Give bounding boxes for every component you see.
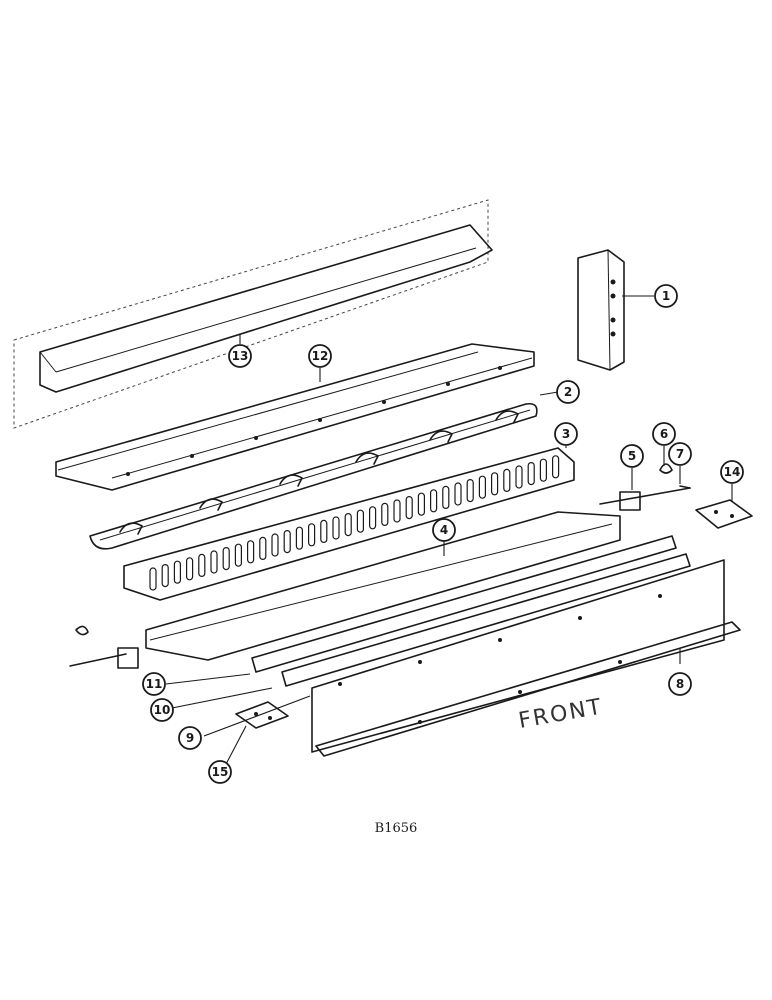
callout-9: 9 <box>178 726 202 750</box>
callout-11: 11 <box>142 672 166 696</box>
sieve-slot <box>417 492 425 516</box>
sieve-slot <box>247 540 255 564</box>
callout-3-label: 3 <box>562 427 570 441</box>
sieve-slot <box>222 546 230 571</box>
part-14-bracket <box>695 499 753 529</box>
sieve-slot <box>271 533 279 557</box>
sieve-slot <box>369 506 377 530</box>
sieve-slot <box>173 560 181 584</box>
sieve-slot <box>381 502 389 526</box>
callout-2-label: 2 <box>564 385 572 399</box>
sieve-slot <box>259 536 267 561</box>
part-12-channel-bar <box>55 343 535 491</box>
part-9-large-plate <box>311 559 725 753</box>
callout-15: 15 <box>208 760 232 784</box>
sieve-slot <box>515 465 523 489</box>
callout-1: 1 <box>654 284 678 308</box>
callout-5: 5 <box>620 444 644 468</box>
callout-13-label: 13 <box>232 349 249 363</box>
callout-10: 10 <box>150 698 174 722</box>
callout-12: 12 <box>308 344 332 368</box>
callout-1-label: 1 <box>662 289 670 303</box>
sieve-slot <box>393 499 401 523</box>
sieve-slot <box>539 458 548 482</box>
leader-lines <box>165 295 733 769</box>
callout-12-label: 12 <box>312 349 329 363</box>
part-1-post <box>577 249 625 371</box>
sieve-slot <box>430 489 438 513</box>
part-5-pin-assembly <box>599 463 691 511</box>
sieve-slot <box>186 557 194 581</box>
front-label: FRONT <box>517 695 605 734</box>
callout-14-label: 14 <box>724 465 741 479</box>
sieve-slot <box>551 455 560 479</box>
callout-6: 6 <box>652 422 676 446</box>
callout-2: 2 <box>556 380 580 404</box>
sieve-slot <box>295 526 303 550</box>
callout-15-label: 15 <box>212 765 229 779</box>
callout-4-label: 4 <box>440 523 448 537</box>
sieve-slot <box>466 479 474 503</box>
sieve-slot <box>491 472 499 496</box>
sieve-slot <box>308 523 316 547</box>
sieve-slot <box>527 462 535 486</box>
part-2-hook-tube <box>89 402 538 550</box>
sieve-slot <box>161 563 169 588</box>
callout-6-label: 6 <box>660 427 668 441</box>
sieve-slot <box>234 543 242 567</box>
sieve-slot <box>210 550 218 574</box>
part-13-deflector <box>13 199 493 429</box>
sieve-slot <box>283 529 291 554</box>
callout-11-label: 11 <box>146 677 163 691</box>
sieve-slot <box>332 516 340 540</box>
callout-8-label: 8 <box>676 677 684 691</box>
sieve-slot <box>149 567 157 591</box>
sieve-slot <box>356 509 364 533</box>
sieve-slot <box>478 475 486 499</box>
part-8-bottom-strip <box>315 621 741 757</box>
sieve-slot <box>405 496 413 520</box>
sieve-slot <box>454 482 462 506</box>
callout-10-label: 10 <box>154 703 171 717</box>
sieve-slot <box>503 468 511 492</box>
callout-5-label: 5 <box>628 449 636 463</box>
callout-7: 7 <box>668 442 692 466</box>
part-15-small-bracket <box>235 701 289 729</box>
callout-8: 8 <box>668 672 692 696</box>
callout-3: 3 <box>554 422 578 446</box>
part-11-side-angle <box>69 511 621 669</box>
sieve-slot <box>344 512 352 537</box>
part-10-flat-bar <box>251 535 691 687</box>
sieve-slot <box>198 553 206 578</box>
callout-9-label: 9 <box>186 731 194 745</box>
part-4-slotted-plate <box>123 447 575 601</box>
sieve-slot <box>320 519 328 544</box>
callout-13: 13 <box>228 344 252 368</box>
drawing-code: B1656 <box>375 821 418 836</box>
sieve-slot <box>442 485 450 509</box>
callout-4: 4 <box>432 518 456 542</box>
callout-14: 14 <box>720 460 744 484</box>
callout-7-label: 7 <box>676 447 684 461</box>
